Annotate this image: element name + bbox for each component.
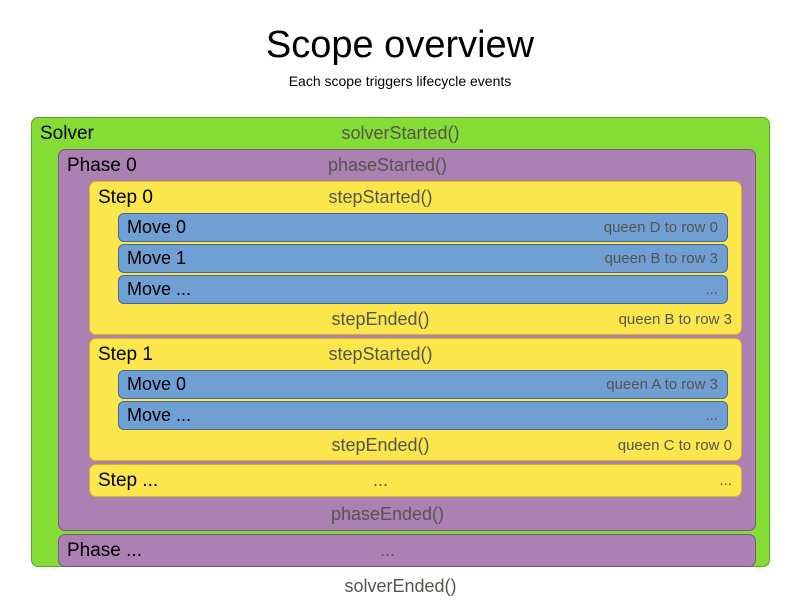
step-ended-value: queen B to row 3 (618, 310, 732, 328)
step-footer-row: stepEnded() queen C to row 0 (90, 430, 741, 460)
step-footer-row: stepEnded() queen B to row 3 (90, 304, 741, 334)
move-box[interactable]: Move 1 queen B to row 3 (118, 244, 728, 273)
step-label: Step 1 (98, 343, 153, 365)
step-ellipsis-label: Step ... (98, 469, 159, 491)
move-box[interactable]: Move 0 queen A to row 3 (118, 370, 728, 399)
move-label: Move 0 (127, 217, 187, 237)
move-box[interactable]: Move 0 queen D to row 0 (118, 213, 728, 242)
solver-scope-box[interactable]: Solver solverStarted() Phase 0 phaseStar… (31, 117, 770, 596)
move-box[interactable]: Move ... ... (118, 401, 728, 430)
step-scope-box[interactable]: Step 0 stepStarted() Move 0 queen D to r… (89, 181, 742, 335)
phase-ellipsis-row: Phase ... ... (59, 535, 755, 566)
move-label: Move ... (127, 405, 192, 425)
move-value: queen A to row 3 (606, 376, 718, 393)
move-value: ... (705, 407, 718, 424)
phase-footer-row: phaseEnded() (59, 499, 755, 530)
step-ellipsis-value: ... (719, 472, 732, 489)
phase-ellipsis-label: Phase ... (67, 539, 142, 561)
move-value: ... (705, 281, 718, 298)
solver-started-event: solverStarted() (341, 123, 460, 143)
move-label: Move 1 (127, 248, 187, 268)
move-box[interactable]: Move ... ... (118, 275, 728, 304)
page-subtitle: Each scope triggers lifecycle events (288, 73, 512, 89)
phase-header-row: Phase 0 phaseStarted() (59, 150, 755, 181)
step-ellipsis-box[interactable]: Step ... ... ... (89, 464, 742, 497)
solver-header-row: Solver solverStarted() (32, 118, 769, 149)
step-label: Step 0 (98, 186, 153, 208)
solver-ended-event: solverEnded() (344, 576, 457, 596)
step-header-row: Step 1 stepStarted() (90, 339, 741, 370)
step-ellipsis-row: Step ... ... ... (90, 465, 741, 496)
page-title: Scope overview (265, 24, 535, 66)
move-value: queen B to row 3 (604, 250, 718, 267)
title-block: Scope overview Each scope triggers lifec… (0, 22, 800, 90)
move-value: queen D to row 0 (603, 219, 718, 236)
step-header-row: Step 0 stepStarted() (90, 182, 741, 213)
phase-ended-event: phaseEnded() (330, 504, 445, 524)
phase-ellipsis-box[interactable]: Phase ... ... (58, 534, 756, 567)
move-label: Move ... (127, 279, 192, 299)
step-scope-box[interactable]: Step 1 stepStarted() Move 0 queen A to r… (89, 338, 742, 461)
solver-footer-row: solverEnded() (32, 571, 769, 602)
phase-label: Phase 0 (67, 154, 137, 176)
solver-label: Solver (40, 122, 94, 144)
step-ended-value: queen C to row 0 (617, 436, 732, 454)
phase-started-event: phaseStarted() (327, 155, 448, 175)
move-label: Move 0 (127, 374, 187, 394)
phase-scope-box[interactable]: Phase 0 phaseStarted() Step 0 stepStarte… (58, 149, 756, 531)
